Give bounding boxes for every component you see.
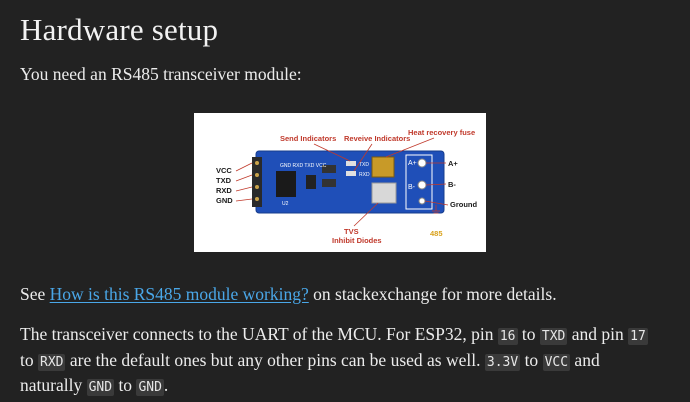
see-more-paragraph: See How is this RS485 module working? on… bbox=[20, 284, 557, 305]
board-a-text: A+ bbox=[408, 160, 417, 167]
send-led bbox=[346, 161, 356, 166]
wiring-paragraph: The transceiver connects to the UART of … bbox=[20, 324, 648, 396]
board-u2-text: U2 bbox=[282, 201, 289, 207]
board-txd-text: TXD bbox=[359, 162, 369, 168]
pin-header bbox=[252, 157, 262, 207]
label-send-indicators: Send Indicators bbox=[280, 134, 336, 143]
rs485-module-image: GND RXD TXD VCC U2 TXD RXD A+ B- Send In… bbox=[194, 113, 486, 252]
board-rxd-text: RXD bbox=[359, 172, 370, 178]
see-suffix: on stackexchange for more details. bbox=[308, 284, 557, 304]
code-3v3: 3.3V bbox=[484, 353, 521, 371]
receive-led bbox=[346, 171, 356, 176]
board-b-text: B- bbox=[408, 184, 416, 191]
page-title: Hardware setup bbox=[20, 12, 219, 47]
rs485-stackexchange-link[interactable]: How is this RS485 module working? bbox=[49, 284, 309, 304]
see-prefix: See bbox=[20, 284, 50, 304]
code-txd: TXD bbox=[539, 328, 568, 345]
label-txd: TXD bbox=[216, 176, 232, 185]
label-vcc: VCC bbox=[216, 166, 232, 175]
label-485: 485 bbox=[430, 229, 443, 238]
label-tvs: TVS bbox=[344, 227, 359, 236]
label-receive-indicators: Reveive Indicators bbox=[344, 134, 410, 143]
heat-fuse bbox=[371, 156, 395, 178]
label-inhibit-diodes: Inhibit Diodes bbox=[332, 236, 382, 245]
terminal-b bbox=[417, 180, 427, 190]
code-vcc: VCC bbox=[542, 353, 571, 371]
label-ground: Ground bbox=[450, 200, 477, 209]
label-a-plus: A+ bbox=[448, 159, 458, 168]
intro-text: You need an RS485 transceiver module: bbox=[20, 64, 302, 84]
label-heat-fuse: Heat recovery fuse bbox=[408, 128, 475, 137]
label-gnd: GND bbox=[216, 196, 233, 205]
code-pin-17: 17 bbox=[628, 328, 648, 345]
code-pin-16: 16 bbox=[497, 328, 518, 345]
rs485-module-diagram: GND RXD TXD VCC U2 TXD RXD A+ B- Send In… bbox=[216, 128, 477, 245]
code-gnd-2: GND bbox=[136, 379, 164, 396]
code-rxd: RXD bbox=[38, 353, 66, 371]
code-gnd-1: GND bbox=[86, 379, 115, 396]
tvs-diode bbox=[371, 182, 397, 204]
chip-u2 bbox=[276, 171, 296, 197]
terminal-a bbox=[417, 158, 427, 168]
board-pin-text: GND RXD TXD VCC bbox=[280, 163, 327, 169]
label-b-minus: B- bbox=[448, 180, 456, 189]
label-rxd: RXD bbox=[216, 186, 232, 195]
